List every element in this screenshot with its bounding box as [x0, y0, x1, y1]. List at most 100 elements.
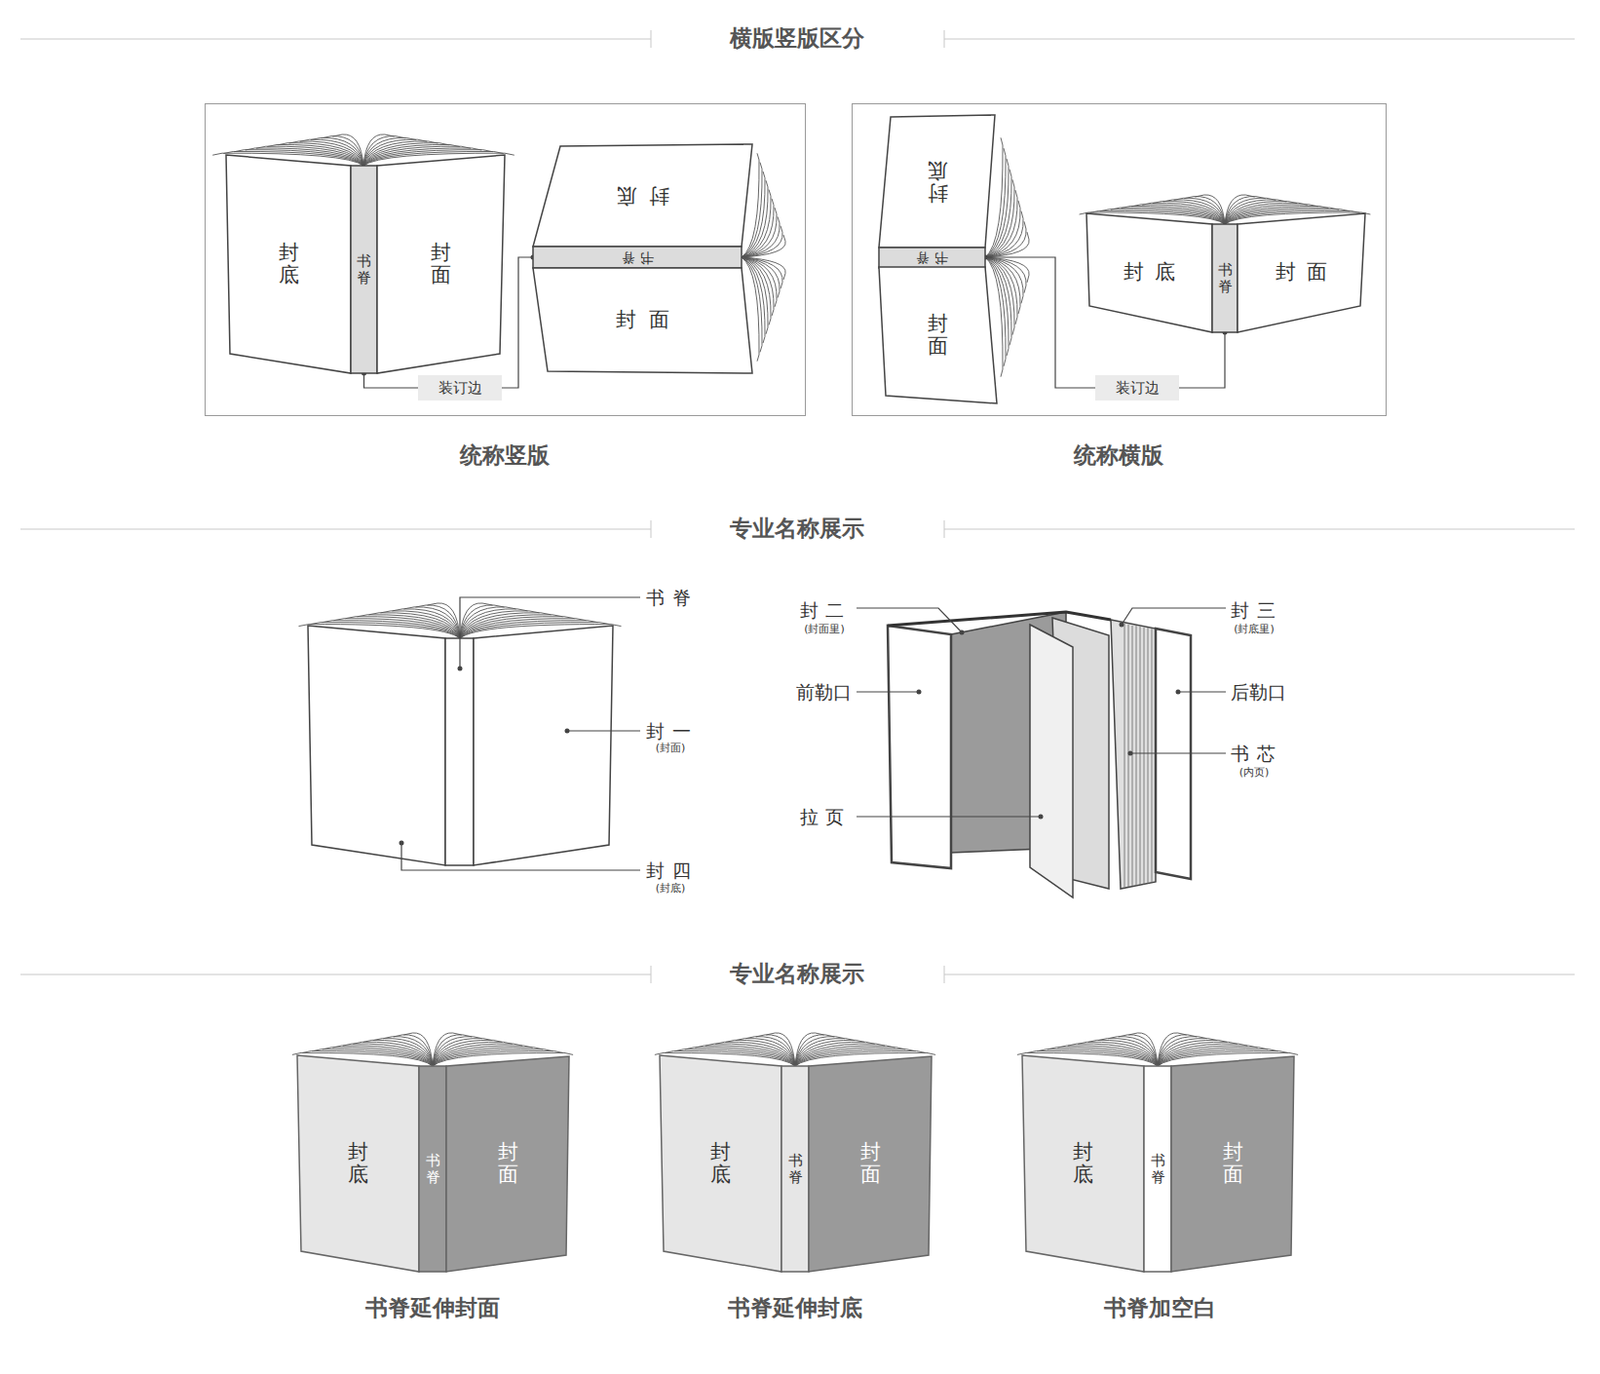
binding-edge-tag-shape: [1095, 375, 1180, 401]
back-cover-panel-shape: [1086, 213, 1213, 333]
leader-dot: [916, 689, 922, 695]
back-cover-panel: 封底: [533, 144, 753, 247]
part-sublabel: (封面): [655, 741, 686, 755]
section-heading: 专业名称展示: [729, 960, 865, 989]
leader-line: [856, 608, 1226, 817]
front-cover-panel-shape: [377, 154, 505, 374]
front-cover-panel-shape: [878, 266, 997, 404]
back-cover-panel-shape: [659, 1055, 782, 1272]
front-cover-panel: 封面: [1237, 213, 1366, 333]
spine-band-shape: [1212, 224, 1238, 333]
leader-line: [401, 597, 641, 871]
leader-dot: [1119, 622, 1125, 628]
figure-frame: [205, 104, 806, 417]
front-cover-panel: 封面: [377, 154, 505, 374]
flap-book: [1029, 624, 1073, 898]
node-label: 封面: [604, 307, 683, 333]
front-cover-panel: 封面: [533, 267, 753, 374]
part-label: 封一: [646, 720, 698, 743]
figure-caption: 书脊延伸封面: [365, 1295, 500, 1323]
spine-band-shape: [419, 1066, 447, 1272]
node-label: 装订边: [438, 379, 483, 397]
part-label: 封二: [800, 599, 852, 622]
section-rule: [20, 30, 1575, 984]
binding-edge-tag: 装订边: [418, 375, 502, 401]
leader-line: [401, 597, 641, 871]
front-cover-panel-shape: [1171, 1056, 1295, 1272]
part-label: 书脊: [646, 586, 698, 610]
part-sublabel: (封底): [655, 881, 686, 895]
leader-dot: [565, 728, 571, 734]
part-label: 封四: [646, 859, 698, 882]
back-cover-panel-shape: [226, 154, 351, 374]
front-cover-panel: 封面: [446, 1055, 570, 1272]
leader-dot: [399, 666, 571, 846]
spine-band: 书脊: [419, 1066, 447, 1272]
binding-edge-tag-shape: [418, 375, 502, 401]
node-label: 封底: [710, 1141, 731, 1186]
spine-band-shape: [1143, 1066, 1172, 1272]
node-label: 封面: [497, 1141, 519, 1186]
node-label: 封底: [604, 183, 683, 208]
back-cover-panel: 封底: [1086, 213, 1213, 333]
binding-leader: [1179, 332, 1225, 388]
front-cover-panel-shape: [1237, 213, 1366, 333]
node-label: 书脊: [425, 1152, 441, 1185]
page-fan: [212, 134, 1371, 1067]
spine-band-shape: [781, 1066, 809, 1272]
binding-edge-tag: 装订边: [1095, 375, 1180, 401]
book-outline: [473, 625, 613, 866]
node-label: 书脊: [910, 249, 954, 267]
node-label: 装订边: [1115, 379, 1160, 397]
leader-dot: [1038, 814, 1044, 820]
binding-leader: [364, 373, 420, 388]
front-cover-panel: 封面: [878, 266, 997, 404]
node-label: 封面: [1265, 260, 1338, 285]
back-cover-panel-shape: [878, 114, 995, 248]
part-label: 封三: [1230, 599, 1283, 622]
node-label: 封底: [278, 241, 300, 287]
spine-band-shape: [533, 246, 742, 268]
front-cover-panel: 封面: [1171, 1055, 1295, 1272]
flap-book: [1124, 623, 1152, 887]
part-sublabel: (内页): [1239, 765, 1270, 779]
front-cover-panel-shape: [533, 267, 753, 374]
part-sublabel: (封面里): [803, 622, 845, 636]
node-label: 书脊: [615, 249, 660, 267]
figure-caption: 统称横版: [1073, 442, 1164, 470]
back-cover-panel: 封底: [226, 154, 351, 374]
leader-dot: [959, 630, 965, 636]
front-cover-panel-shape: [808, 1056, 932, 1272]
leader-dot: [1128, 751, 1134, 757]
figure-caption: 书脊延伸封底: [727, 1295, 863, 1323]
spine-band: 书脊: [878, 247, 986, 268]
flap-book: [1110, 619, 1156, 889]
leader-dot: [457, 666, 463, 672]
section-heading: 横版竖版区分: [729, 25, 865, 53]
node-label: 书脊: [356, 253, 372, 286]
leader-dot: [1176, 689, 1181, 695]
back-cover-panel: 封底: [878, 114, 997, 248]
spine-band: 书脊: [533, 246, 742, 268]
node-label: 书脊: [1218, 262, 1233, 295]
node-label: 封底: [1072, 1141, 1094, 1186]
spine-band: 书脊: [781, 1066, 809, 1272]
binding-leader: [501, 257, 534, 388]
section-heading: 专业名称展示: [729, 515, 865, 543]
part-label: 前勒口: [796, 681, 852, 704]
node-label: 封面: [430, 241, 452, 287]
front-cover-panel-shape: [446, 1056, 570, 1272]
front-cover-panel: 封面: [808, 1055, 932, 1272]
part-label: 拉页: [800, 805, 852, 829]
flap-book: [887, 611, 1111, 626]
node-label: 书脊: [1150, 1152, 1166, 1185]
leader-line: [856, 608, 1226, 817]
leader-dot: [916, 622, 1181, 820]
spine-band: 书脊: [1212, 224, 1238, 333]
figure-frame: [205, 104, 1387, 417]
part-label: 书芯: [1230, 742, 1283, 765]
figure-caption: 统称竖版: [459, 442, 550, 470]
figure-caption: 书脊加空白: [1104, 1295, 1217, 1323]
spine-band: 书脊: [1143, 1066, 1172, 1272]
